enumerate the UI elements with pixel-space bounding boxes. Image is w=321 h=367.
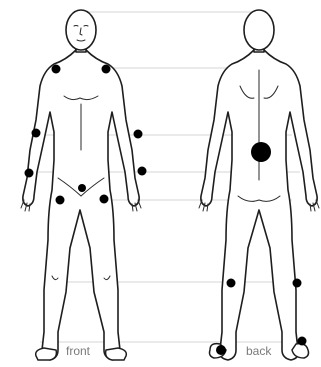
back-figure [199, 10, 319, 360]
front-view-label: front [66, 345, 90, 357]
back-view-label: back [246, 345, 271, 357]
marker-back-heel-right [298, 337, 307, 346]
marker-front-hip-right [100, 195, 109, 204]
marker-front-wrist-right [138, 167, 147, 176]
marker-front-shoulder-left [52, 65, 61, 74]
front-foot-left [36, 348, 57, 360]
marker-front-elbow-right [134, 130, 143, 139]
marker-front-wrist-left [25, 169, 34, 178]
back-head [244, 10, 274, 50]
marker-front-pelvis [78, 184, 86, 192]
marker-front-elbow-left [32, 129, 41, 138]
marker-back-knee-right [293, 279, 302, 288]
front-body-outline [23, 50, 139, 360]
marker-back-knee-left [227, 279, 236, 288]
marker-back-heel-left [216, 345, 226, 355]
marker-front-shoulder-right [102, 65, 111, 74]
front-eye-right [84, 26, 88, 27]
marker-front-hip-left [56, 196, 65, 205]
front-foot-right [106, 348, 127, 360]
marker-back-lower-back [251, 142, 271, 162]
front-eye-left [74, 26, 78, 27]
